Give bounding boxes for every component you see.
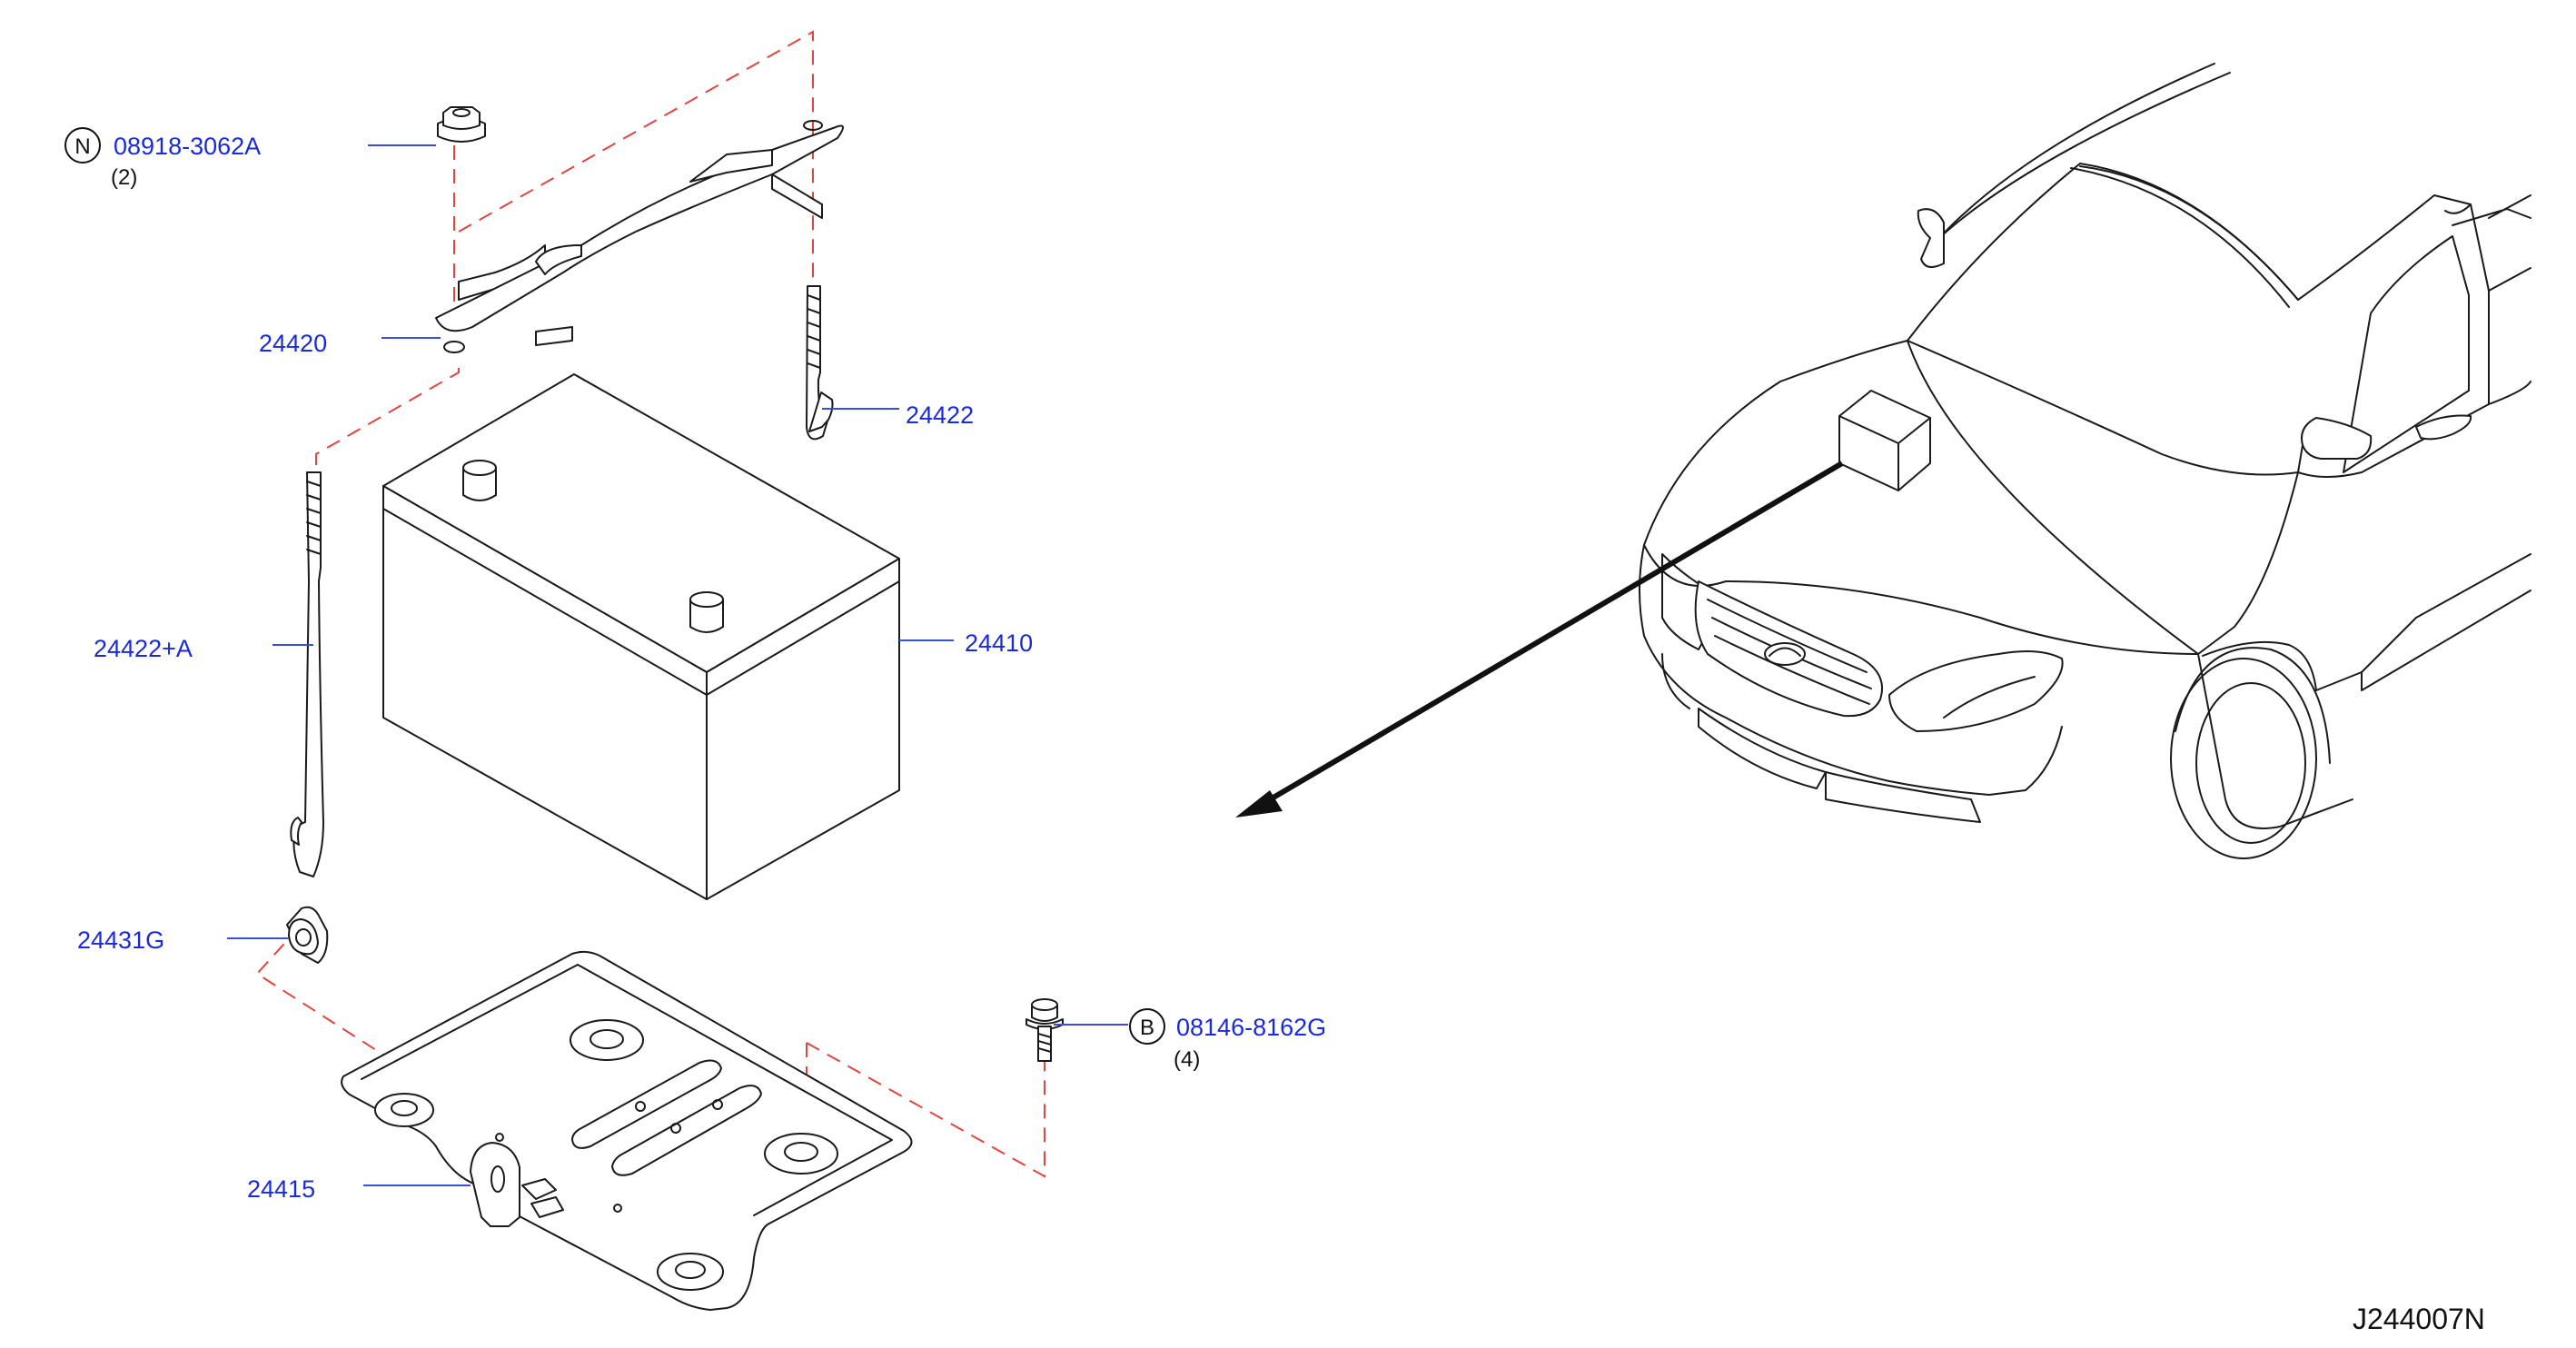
callout-nut-qty: (2) [111, 165, 137, 190]
battery-clamp-24420 [435, 120, 844, 353]
nut-symbol-circle: N [64, 127, 101, 164]
bolt-symbol-letter: B [1140, 1016, 1154, 1040]
figure-reference: J244007N [2353, 1303, 2485, 1335]
battery-tray-24415 [341, 950, 913, 1311]
callout-bolt-part: 08146-8162G [1176, 1014, 1326, 1041]
hook-rod-24422-a [290, 471, 324, 877]
location-arrow [1235, 461, 1844, 818]
callout-rod-right: 24422 [906, 401, 974, 429]
callout-rod-left: 24422+A [94, 635, 193, 662]
callout-clamp: 24420 [259, 330, 327, 357]
bolt-08146-8162g [1025, 998, 1064, 1062]
battery-24410 [382, 373, 900, 900]
leader-lines [227, 144, 1128, 1186]
callout-battery: 24410 [965, 629, 1033, 657]
callout-nut-part: 08918-3062A [114, 133, 261, 160]
hook-rod-24422 [806, 285, 834, 441]
flange-nut-08918-3062a [437, 106, 486, 143]
nut-symbol-letter: N [74, 134, 90, 159]
bolt-24431g [286, 906, 329, 964]
callout-bolt-qty: (4) [1174, 1047, 1200, 1072]
vehicle-illustration [1639, 63, 2531, 859]
callout-small-bolt: 24431G [77, 927, 164, 954]
callout-tray: 24415 [247, 1175, 315, 1203]
bolt-symbol-circle: B [1129, 1008, 1165, 1045]
